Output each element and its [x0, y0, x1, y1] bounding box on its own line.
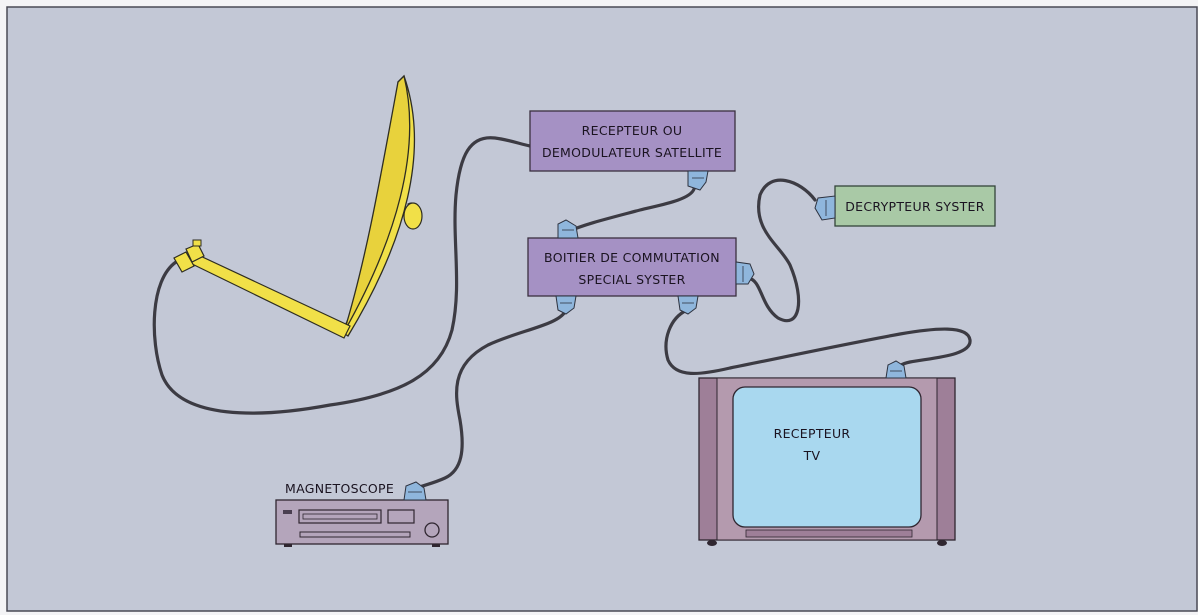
switch-label-line1: BOITIER DE COMMUTATION	[544, 250, 720, 265]
cable-receiver-to-switch	[565, 187, 696, 234]
switch-scart-plug-right-icon	[735, 261, 755, 285]
satellite-dish-icon	[173, 74, 423, 339]
receiver-scart-plug-icon	[687, 170, 709, 191]
receiver-box: RECEPTEUR OU DEMODULATEUR SATELLITE	[529, 110, 736, 172]
tv-scart-plug-icon	[885, 360, 907, 379]
cable-switch-to-tv	[664, 308, 972, 376]
television-icon: RECEPTEUR TV	[698, 377, 956, 546]
cable-switch-to-vcr	[410, 308, 568, 492]
vcr-label: MAGNETOSCOPE	[285, 481, 394, 496]
receiver-label-line1: RECEPTEUR OU	[582, 123, 683, 138]
switch-scart-plug-bottom-left-icon	[555, 295, 577, 315]
vcr-icon	[275, 499, 449, 547]
cable-decoder-to-switch	[746, 178, 817, 323]
vcr-scart-plug-icon	[403, 481, 427, 501]
switch-box: BOITIER DE COMMUTATION SPECIAL SYSTER	[527, 237, 737, 297]
cable-dish-to-receiver	[152, 136, 532, 415]
decoder-box: DECRYPTEUR SYSTER	[834, 185, 996, 227]
switch-label-line2: SPECIAL SYSTER	[578, 272, 685, 287]
tv-label-line2: TV	[803, 448, 821, 463]
decoder-label: DECRYPTEUR SYSTER	[845, 199, 984, 214]
receiver-label-line2: DEMODULATEUR SATELLITE	[542, 145, 722, 160]
cables	[152, 136, 972, 492]
switch-scart-plug-bottom-right-icon	[677, 295, 699, 315]
diagram-background	[6, 6, 1198, 612]
tv-label-line1: RECEPTEUR	[774, 426, 851, 441]
switch-scart-plug-top-icon	[557, 219, 579, 239]
decoder-scart-plug-icon	[814, 195, 836, 221]
